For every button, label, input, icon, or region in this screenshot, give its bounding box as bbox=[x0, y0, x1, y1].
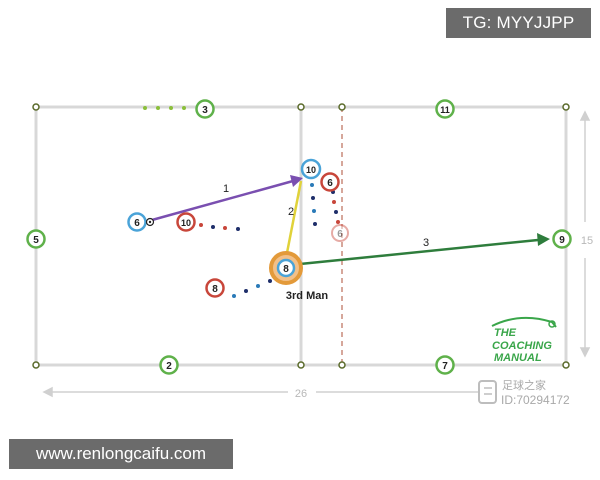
ball-icon bbox=[145, 217, 155, 227]
id-watermark: 足球之家 ID:70294172 bbox=[478, 378, 570, 407]
player-green-5: 5 bbox=[26, 229, 46, 249]
height-label: 15 bbox=[581, 235, 593, 247]
svg-text:COACHING: COACHING bbox=[492, 340, 552, 352]
svg-text:5: 5 bbox=[33, 235, 39, 246]
svg-text:10: 10 bbox=[306, 165, 316, 175]
player-red-10: 10 bbox=[176, 212, 196, 232]
width-label: 26 bbox=[295, 388, 307, 400]
svg-text:7: 7 bbox=[442, 361, 448, 372]
pass-label-1: 1 bbox=[223, 183, 229, 195]
movement-dots bbox=[143, 106, 340, 298]
svg-text:11: 11 bbox=[440, 105, 450, 115]
telegram-watermark: TG: MYYJJPP bbox=[446, 8, 591, 38]
svg-text:8: 8 bbox=[212, 284, 218, 295]
player-green-9: 9 bbox=[552, 229, 572, 249]
player-blue-6: 6 bbox=[127, 212, 147, 232]
pitch-markers bbox=[32, 103, 570, 369]
player-blue-10: 10 bbox=[300, 158, 322, 180]
pass-arrow-3 bbox=[299, 233, 550, 266]
width-dimension bbox=[42, 386, 480, 398]
third-man-label: 3rd Man bbox=[286, 290, 328, 302]
svg-text:6: 6 bbox=[337, 229, 343, 240]
player-red-6-faded: 6 bbox=[331, 224, 349, 242]
site-watermark: www.renlongcaifu.com bbox=[9, 439, 233, 469]
svg-text:6: 6 bbox=[327, 178, 333, 189]
pass-label-3: 3 bbox=[423, 237, 429, 249]
player-green-7: 7 bbox=[435, 355, 455, 375]
svg-text:ID:70294172: ID:70294172 bbox=[501, 393, 570, 407]
player-green-3: 3 bbox=[195, 99, 215, 119]
svg-text:6: 6 bbox=[134, 218, 140, 229]
svg-text:足球之家: 足球之家 bbox=[502, 378, 546, 392]
coaching-manual-logo: THE COACHING MANUAL bbox=[491, 316, 557, 364]
pass-arrow-1 bbox=[151, 175, 303, 222]
player-green-2: 2 bbox=[159, 355, 179, 375]
svg-text:9: 9 bbox=[559, 235, 565, 246]
player-red-8: 8 bbox=[205, 278, 225, 298]
svg-text:10: 10 bbox=[181, 218, 191, 228]
height-dimension bbox=[579, 110, 591, 358]
svg-text:3: 3 bbox=[202, 105, 208, 116]
player-green-11: 11 bbox=[435, 99, 455, 119]
svg-text:8: 8 bbox=[283, 264, 289, 275]
svg-text:MANUAL: MANUAL bbox=[494, 352, 542, 364]
player-red-6: 6 bbox=[320, 172, 340, 192]
pass-label-2: 2 bbox=[288, 206, 294, 218]
svg-text:2: 2 bbox=[166, 361, 172, 372]
player-blue-8-third-man: 8 bbox=[269, 251, 303, 285]
svg-text:THE: THE bbox=[494, 327, 517, 339]
